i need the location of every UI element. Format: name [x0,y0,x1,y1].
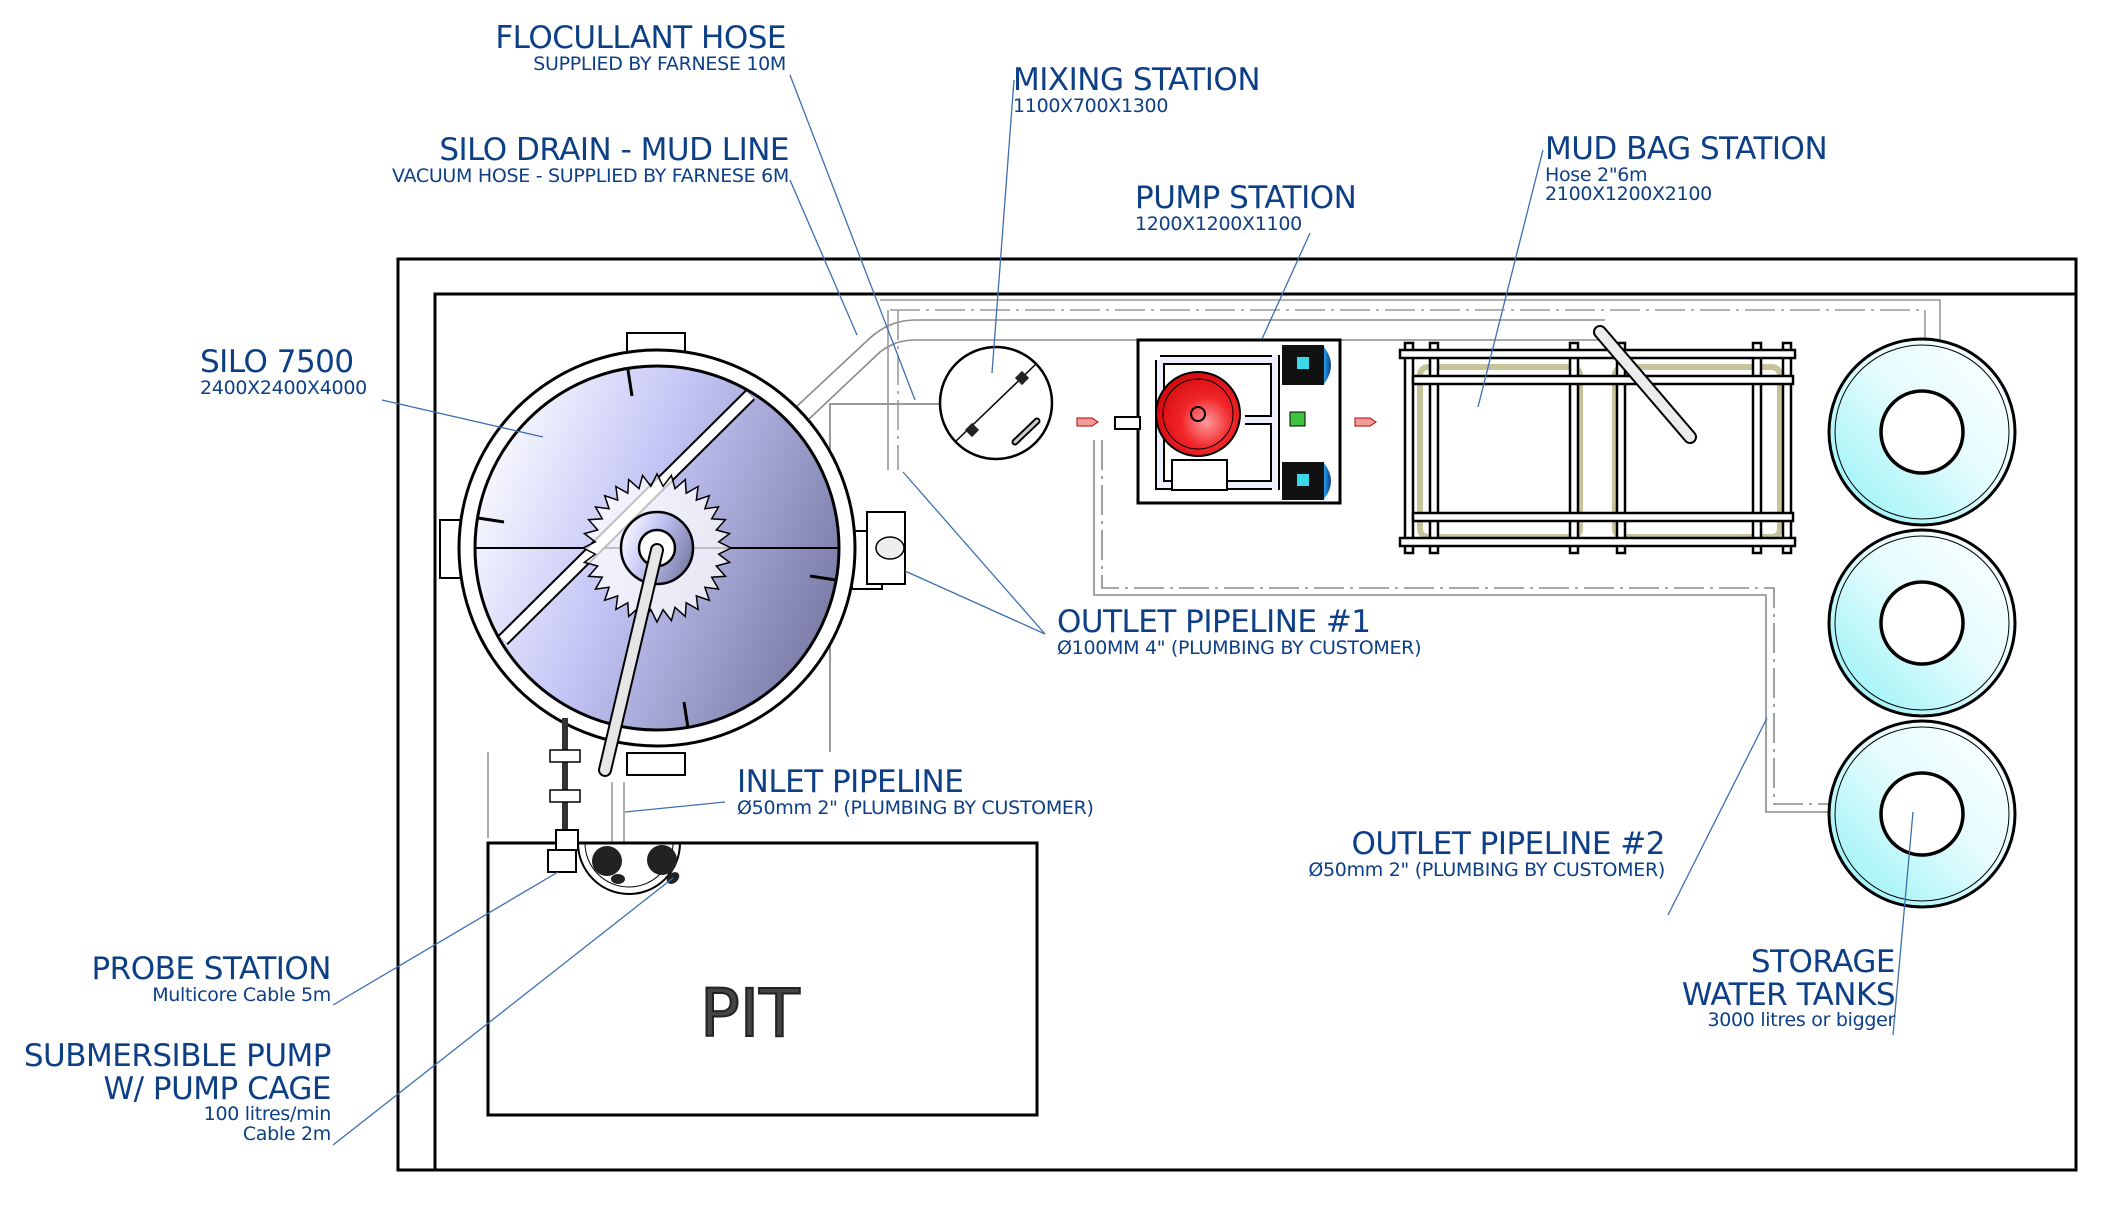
outlet-pipeline-2-title: OUTLET PIPELINE #2 [1351,826,1665,862]
label-submersible-pump: SUBMERSIBLE PUMP W/ PUMP CAGE 100 litres… [23,1038,332,1146]
pit-label: PIT [699,974,801,1053]
pump-pressure-tank [1155,371,1241,457]
label-pump-station: PUMP STATION 1200X1200X1100 [1135,180,1357,235]
submersible-pump-flow: 100 litres/min [203,1103,332,1126]
silo-sub: 2400X2400X4000 [200,376,367,399]
pump-station-sub: 1200X1200X1100 [1135,212,1302,235]
mud-bag-station-hose: Hose 2"6m [1545,163,1648,186]
pit [486,829,1039,1117]
silo-title: SILO 7500 [200,344,354,380]
outlet-pipeline-2 [1093,440,1930,813]
storage-tank [1827,719,2017,909]
label-mixing-station: MIXING STATION 1100X700X1300 [1013,62,1261,117]
storage-water-tanks [1827,337,2017,909]
submersible-pump-cable: Cable 2m [242,1123,331,1146]
mud-bag-station [1398,325,1797,555]
tank-rim [1834,344,2010,520]
silo-drain-sub: VACUUM HOSE - SUPPLIED BY FARNESE 6M [392,164,789,187]
silo-7500 [439,332,906,845]
label-storage-water-tanks: STORAGE WATER TANKS 3000 litres or bigge… [1681,944,1896,1032]
tank-opening [1879,771,1965,857]
tank-opening [1879,389,1965,475]
storage-tanks-sub: 3000 litres or bigger [1707,1009,1895,1032]
submersible-pump-title-2: W/ PUMP CAGE [103,1070,331,1107]
storage-tanks-title-2: WATER TANKS [1681,976,1896,1013]
storage-tank [1827,337,2017,527]
mud-bag-station-title: MUD BAG STATION [1545,131,1828,167]
label-flocullant-hose: FLOCULLANT HOSE SUPPLIED BY FARNESE 10M [495,22,786,74]
probe-station [547,849,577,873]
site-boundary [396,257,2078,1172]
inlet-pipeline-sub: Ø50mm 2" (PLUMBING BY CUSTOMER) [737,796,1094,819]
probe-station-title: PROBE STATION [91,951,331,987]
outlet-pipeline-2-sub: Ø50mm 2" (PLUMBING BY CUSTOMER) [1308,858,1665,881]
storage-tanks-title-1: STORAGE [1750,944,1896,980]
silo-drain-title: SILO DRAIN - MUD LINE [439,132,789,168]
outlet-pipeline-1-top-inner [807,339,1600,421]
tank-rim [1834,726,2010,902]
submersible-pump-title-1: SUBMERSIBLE PUMP [23,1038,332,1074]
tank-opening [1879,580,1965,666]
inlet-pipeline-title: INLET PIPELINE [737,764,964,800]
pump-station [1076,338,1377,505]
inlet-pipeline [611,782,625,842]
flocullant-hose-title: FLOCULLANT HOSE [495,20,786,56]
submersible-pump [592,846,622,876]
flow-arrow-in [1076,417,1099,427]
label-inlet-pipeline: INLET PIPELINE Ø50mm 2" (PLUMBING BY CUS… [737,766,1094,818]
flow-arrow-out [1354,417,1377,427]
label-outlet-pipeline-2: OUTLET PIPELINE #2 Ø50mm 2" (PLUMBING BY… [1308,828,1665,880]
label-mud-bag-station: MUD BAG STATION Hose 2"6m 2100X1200X2100 [1545,131,1828,206]
mixing-station-sub: 1100X700X1300 [1013,94,1169,117]
label-probe-station: PROBE STATION Multicore Cable 5m [91,953,331,1005]
flocullant-hose-sub: SUPPLIED BY FARNESE 10M [533,52,786,75]
pump-station-title: PUMP STATION [1135,180,1357,216]
label-outlet-pipeline-1: OUTLET PIPELINE #1 Ø100MM 4" (PLUMBING B… [1057,606,1421,658]
leader-lines [332,74,1914,1146]
storage-tank [1827,528,2017,718]
tank-rim [1834,535,2010,711]
inner-boundary [433,292,2076,1170]
label-silo-drain: SILO DRAIN - MUD LINE VACUUM HOSE - SUPP… [392,134,789,186]
outer-boundary [396,257,2078,1172]
mixing-station-title: MIXING STATION [1013,62,1261,98]
probe-station-sub: Multicore Cable 5m [152,983,331,1006]
outlet-pipeline-1-top [794,319,1605,409]
label-silo: SILO 7500 2400X2400X4000 [200,346,367,398]
mixing-station [938,345,1054,461]
outlet-pipeline-1-sub: Ø100MM 4" (PLUMBING BY CUSTOMER) [1057,636,1422,659]
outlet-pipeline-1-title: OUTLET PIPELINE #1 [1057,604,1371,640]
mud-bag-station-dims: 2100X1200X2100 [1545,183,1712,206]
